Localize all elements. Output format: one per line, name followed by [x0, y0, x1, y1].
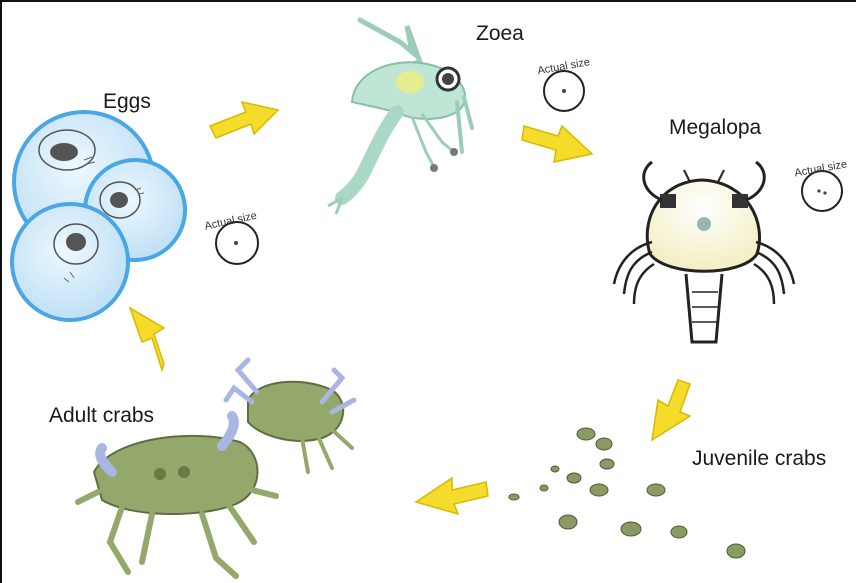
egg	[12, 204, 128, 320]
actual-size-indicator-megalopa: Actual size	[794, 158, 848, 211]
adult-crab	[78, 416, 276, 576]
juvenile-crabs-label: Juvenile crabs	[692, 447, 826, 471]
megalopa-illustration	[614, 162, 794, 342]
arrow-juvenile-to-adult	[416, 478, 488, 514]
eggs-illustration	[12, 112, 185, 320]
arrow-eggs-to-zoea	[210, 102, 278, 138]
megalopa-label: Megalopa	[669, 116, 761, 140]
arrow-adult-to-eggs	[130, 308, 164, 370]
eggs-label: Eggs	[103, 90, 151, 114]
zoea-illustration	[328, 20, 472, 214]
adult-crabs-label: Adult crabs	[49, 404, 154, 428]
actual-size-indicator-zoea: Actual size	[537, 56, 591, 111]
zoea-label: Zoea	[476, 22, 524, 46]
actual-size-indicator-eggs: Actual size	[203, 210, 258, 264]
adult-crabs-illustration	[78, 360, 354, 576]
arrow-zoea-to-megalopa	[522, 126, 592, 162]
arrow-megalopa-to-juvenile	[652, 380, 690, 440]
